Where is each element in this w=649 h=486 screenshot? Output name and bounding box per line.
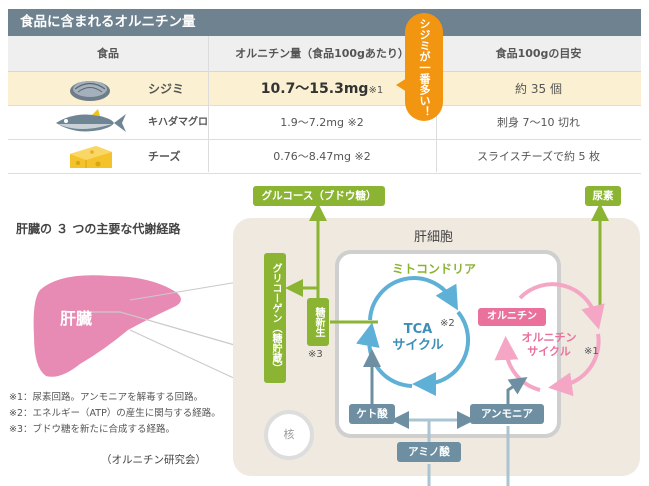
ornithine-amount: 1.9〜7.2mg ※2 — [280, 116, 364, 129]
food-name: チーズ — [148, 150, 181, 163]
table-title: 食品に含まれるオルニチン量 — [8, 9, 641, 36]
header-guide: 食品100gの目安 — [495, 47, 582, 60]
food-name: シジミ — [148, 82, 185, 96]
footnote: ※1：尿素回路。アンモニアを解毒する回路。 — [9, 392, 204, 403]
footnotes: ※1：尿素回路。アンモニアを解毒する回路。 ※2：エネルギー（ATP）の産生に関… — [9, 390, 221, 438]
table-row: チーズ 0.76〜8.47mg ※2 スライスチーズで約 5 枚 — [8, 140, 641, 174]
source-credit: （オルニチン研究会） — [101, 454, 206, 466]
ornithine-box: オルニチン — [478, 308, 546, 326]
hepatocyte-label: 肝細胞 — [414, 230, 454, 245]
cheese-icon — [70, 146, 112, 168]
column-divider — [208, 36, 209, 172]
diagram-title: 肝臓の ３ つの主要な代謝経路 — [16, 222, 181, 236]
food-guide: 約 35 個 — [515, 82, 562, 96]
table-header-row: 食品 オルニチン量（食品100gあたり） 食品100gの目安 — [8, 36, 641, 72]
tuna-icon — [56, 109, 126, 132]
tca-note: ※2 — [440, 318, 455, 329]
gluconeogenesis-box: 糖新生 — [307, 298, 329, 346]
callout-badge: シジミが一番多い！ — [405, 13, 443, 121]
glucose-box: グルコース（ブドウ糖） — [253, 186, 385, 206]
food-guide: スライスチーズで約 5 枚 — [476, 150, 601, 163]
table-row: キハダマグロ 1.9〜7.2mg ※2 刺身 7〜10 切れ — [8, 106, 641, 140]
urea-box: 尿素 — [585, 186, 621, 206]
header-amount: オルニチン量（食品100gあたり） — [235, 47, 409, 60]
glycogen-box: グリコーゲン（糖貯蔵） — [264, 253, 286, 383]
food-name: キハダマグロ — [148, 117, 208, 128]
nucleus: 核 — [264, 410, 314, 460]
mitochondria-label: ミトコンドリア — [392, 262, 477, 276]
ornithine-cycle-note: ※1 — [584, 346, 599, 357]
amino-acid-box: アミノ酸 — [397, 442, 461, 462]
ornithine-cycle-label: オルニチンサイクル — [521, 331, 577, 358]
ornithine-amount: 0.76〜8.47mg ※2 — [273, 150, 371, 163]
footnote: ※3：ブドウ糖を新たに合成する経路。 — [9, 424, 176, 435]
table-row: シジミ 10.7〜15.3mg※1 約 35 個 — [8, 72, 641, 106]
callout-tail — [396, 78, 407, 92]
ammonia-box: アンモニア — [470, 404, 544, 424]
food-guide: 刺身 7〜10 切れ — [497, 116, 580, 129]
clam-icon — [70, 81, 110, 101]
ornithine-amount: 10.7〜15.3mg※1 — [260, 81, 384, 97]
header-food: 食品 — [97, 47, 119, 60]
gluconeogenesis-note: ※3 — [308, 349, 323, 360]
liver-label: 肝臓 — [60, 309, 93, 328]
keto-acid-box: ケト酸 — [349, 404, 395, 424]
footnote: ※2：エネルギー（ATP）の産生に関与する経路。 — [9, 408, 221, 419]
